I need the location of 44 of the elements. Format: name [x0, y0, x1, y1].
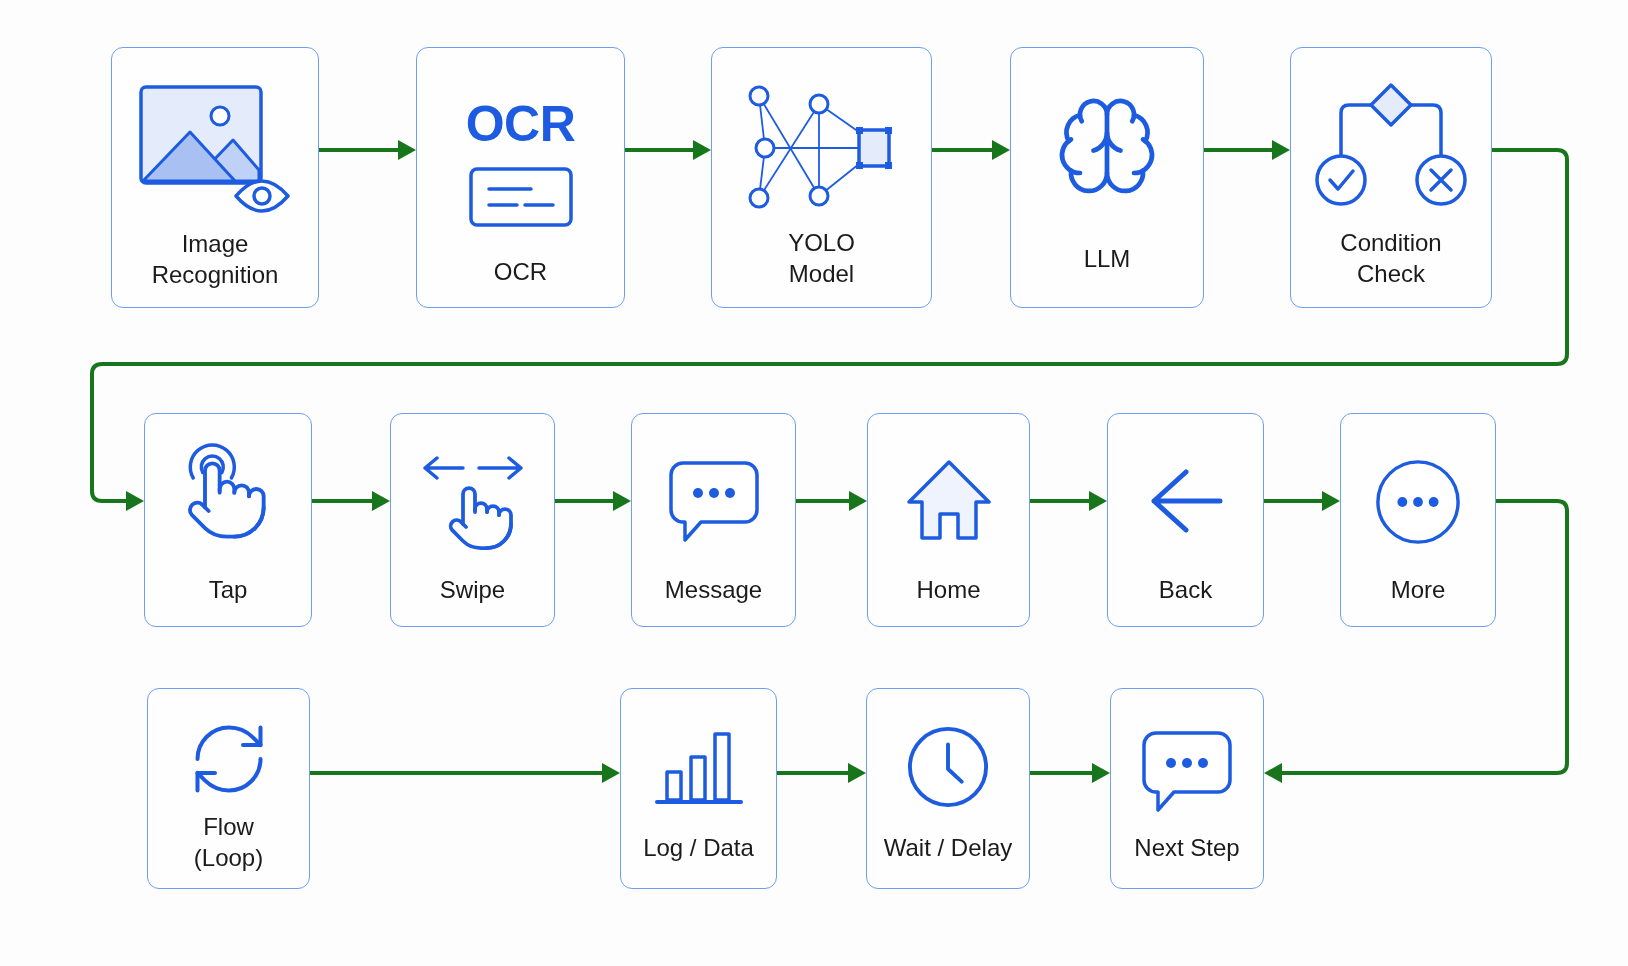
flow-arrow	[1030, 491, 1107, 511]
step-card	[1010, 47, 1204, 308]
flow-arrow	[796, 491, 867, 511]
flow-arrow	[932, 140, 1010, 160]
step-label: Flow (Loop)	[192, 812, 265, 873]
heading-text: OCR	[465, 96, 576, 152]
step-label: OCR	[493, 257, 548, 287]
step-label: Home	[916, 575, 981, 605]
step-label: Condition Check	[1339, 228, 1443, 289]
step-card	[147, 688, 310, 889]
step-card	[1340, 413, 1496, 627]
step-label: LLM	[1083, 244, 1131, 274]
step-card	[866, 688, 1030, 889]
step-label: YOLO Model	[787, 228, 856, 289]
step-card	[711, 47, 932, 308]
step-label: Wait / Delay	[883, 833, 1013, 863]
step-card	[390, 413, 555, 627]
step-label: Swipe	[439, 575, 506, 605]
step-label: Back	[1158, 575, 1213, 605]
flow-arrow	[1264, 491, 1340, 511]
step-label: Log / Data	[643, 833, 754, 863]
flow-arrow	[555, 491, 631, 511]
flow-arrow	[310, 763, 620, 783]
step-label: More	[1390, 575, 1446, 605]
step-card	[1107, 413, 1264, 627]
step-label: Tap	[208, 575, 248, 605]
flow-arrow	[625, 140, 711, 160]
flow-arrow	[1264, 499, 1569, 783]
step-label: Message	[664, 575, 763, 605]
step-card	[631, 413, 796, 627]
step-card	[416, 47, 625, 308]
flow-arrow	[312, 491, 390, 511]
flow-arrow	[777, 763, 866, 783]
step-label: Next Step	[1134, 833, 1240, 863]
step-card	[1110, 688, 1264, 889]
step-label: Image Recognition	[150, 229, 280, 290]
step-card	[620, 688, 777, 889]
flow-arrow	[1204, 140, 1290, 160]
flow-arrow	[319, 140, 416, 160]
step-card	[867, 413, 1030, 627]
step-card	[111, 47, 319, 308]
step-card	[1290, 47, 1492, 308]
step-card	[144, 413, 312, 627]
flow-arrow	[1030, 763, 1110, 783]
